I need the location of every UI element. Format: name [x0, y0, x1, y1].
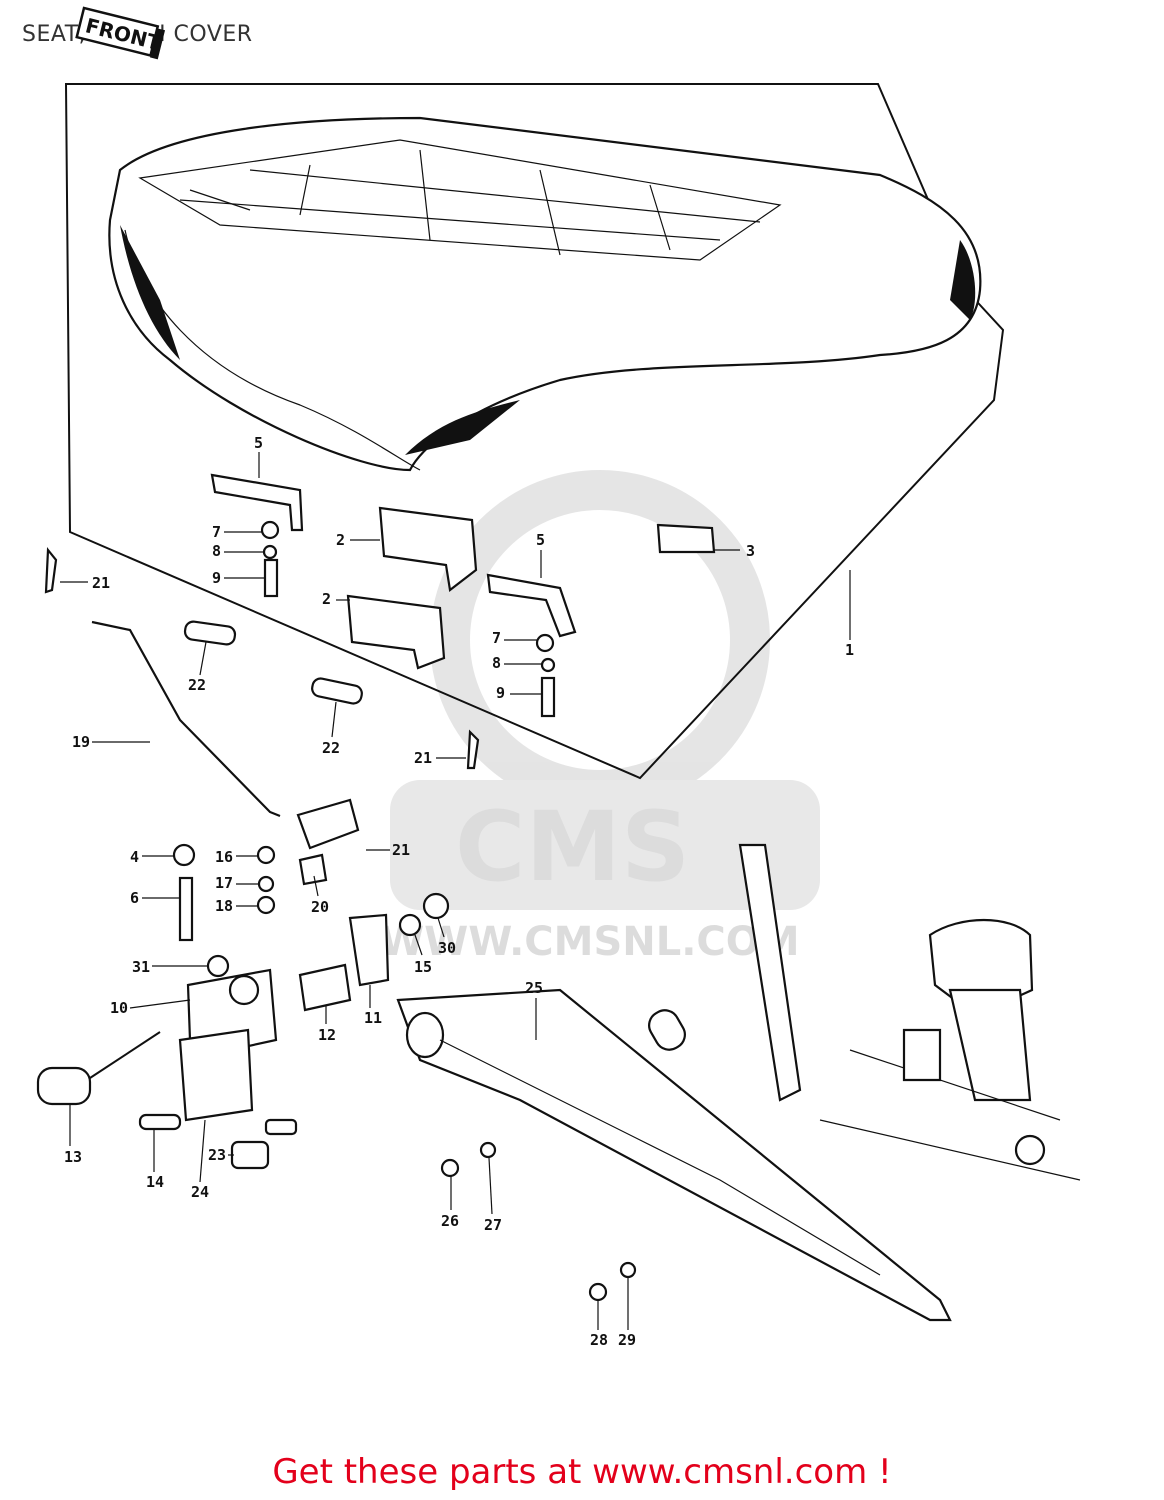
callout-21-upper: 21 [92, 574, 110, 592]
callout-6: 6 [130, 889, 139, 907]
callout-10: 10 [110, 999, 128, 1017]
callout-8-right: 8 [492, 654, 501, 672]
callout-1: 1 [845, 641, 854, 659]
callout-4: 4 [130, 848, 139, 866]
callout-25: 25 [525, 979, 543, 997]
callout-21-middle: 21 [414, 749, 432, 767]
callout-16: 16 [215, 848, 233, 866]
callout-23: 23 [208, 1146, 226, 1164]
callout-21-lower: 21 [392, 841, 410, 859]
seat [108, 116, 982, 472]
callout-24: 24 [191, 1183, 209, 1201]
callout-9-left: 9 [212, 569, 221, 587]
front-badge: FRONT [75, 6, 166, 60]
callout-5-left: 5 [254, 434, 263, 452]
callout-31: 31 [132, 958, 150, 976]
callout-15: 15 [414, 958, 432, 976]
callout-7-right: 7 [492, 629, 501, 647]
parts-diagram: CMS WWW.CMSNL.COM FRONT [36, 6, 1081, 1349]
callout-14: 14 [146, 1173, 164, 1191]
frame-and-shock [648, 843, 1081, 1181]
callout-27: 27 [484, 1216, 502, 1234]
callout-2-lower: 2 [322, 590, 331, 608]
callout-26: 26 [441, 1212, 459, 1230]
callout-20: 20 [311, 898, 329, 916]
watermark: CMS WWW.CMSNL.COM [380, 470, 820, 965]
callout-22-left: 22 [188, 676, 206, 694]
callout-11: 11 [364, 1009, 382, 1027]
callout-18: 18 [215, 897, 233, 915]
callout-9-right: 9 [496, 684, 505, 702]
footer-cta[interactable]: Get these parts at www.cmsnl.com ! [272, 1452, 892, 1492]
callout-22-right: 22 [322, 739, 340, 757]
callout-5-right: 5 [536, 531, 545, 549]
seat-frame [64, 83, 1005, 780]
rods-and-pins [44, 547, 480, 818]
callout-13: 13 [64, 1148, 82, 1166]
callout-3: 3 [746, 542, 755, 560]
lock-assembly [36, 798, 450, 1170]
callout-17: 17 [215, 874, 233, 892]
callout-2-upper: 2 [336, 531, 345, 549]
callout-30: 30 [438, 939, 456, 957]
watermark-brand: CMS [455, 791, 690, 903]
callout-12: 12 [318, 1026, 336, 1044]
chain-cover [396, 988, 952, 1322]
callout-labels: 1 2 2 3 4 5 5 6 7 7 8 8 9 9 10 11 12 13 [60, 434, 854, 1349]
watermark-url: WWW.CMSNL.COM [380, 919, 800, 965]
callout-19: 19 [72, 733, 90, 751]
callout-29: 29 [618, 1331, 636, 1349]
callout-28: 28 [590, 1331, 608, 1349]
callout-8-left: 8 [212, 542, 221, 560]
callout-7-left: 7 [212, 523, 221, 541]
